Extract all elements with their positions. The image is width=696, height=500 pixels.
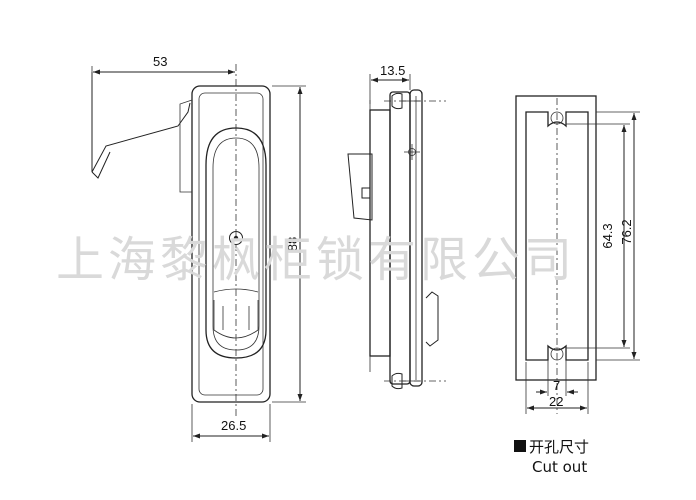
dim-label-cutout-inner: 64.3: [600, 223, 615, 248]
dim-label-cutout-width: 22: [549, 394, 563, 409]
cutout-legend: 开孔尺寸 Cut out: [514, 438, 589, 476]
front-view: 53 88 26.5: [91, 54, 306, 442]
side-view: 13.5: [347, 63, 446, 390]
dim-label-front-height: 88: [285, 237, 300, 251]
legend-title-cn: 开孔尺寸: [529, 438, 589, 456]
legend-title-en: Cut out: [532, 458, 587, 476]
watermark-text: 上海黎枫柜锁有限公司: [56, 232, 576, 288]
dim-label-cutout-slot: 7: [553, 378, 560, 393]
dim-label-side-depth: 13.5: [380, 63, 405, 78]
dim-label-cutout-outer: 76.2: [619, 219, 634, 244]
legend-square-icon: [514, 440, 526, 452]
cutout-view: 64.3 76.2 7 22: [515, 95, 640, 414]
dim-label-front-bottom-width: 26.5: [221, 418, 246, 433]
dim-label-front-top-width: 53: [153, 54, 167, 69]
